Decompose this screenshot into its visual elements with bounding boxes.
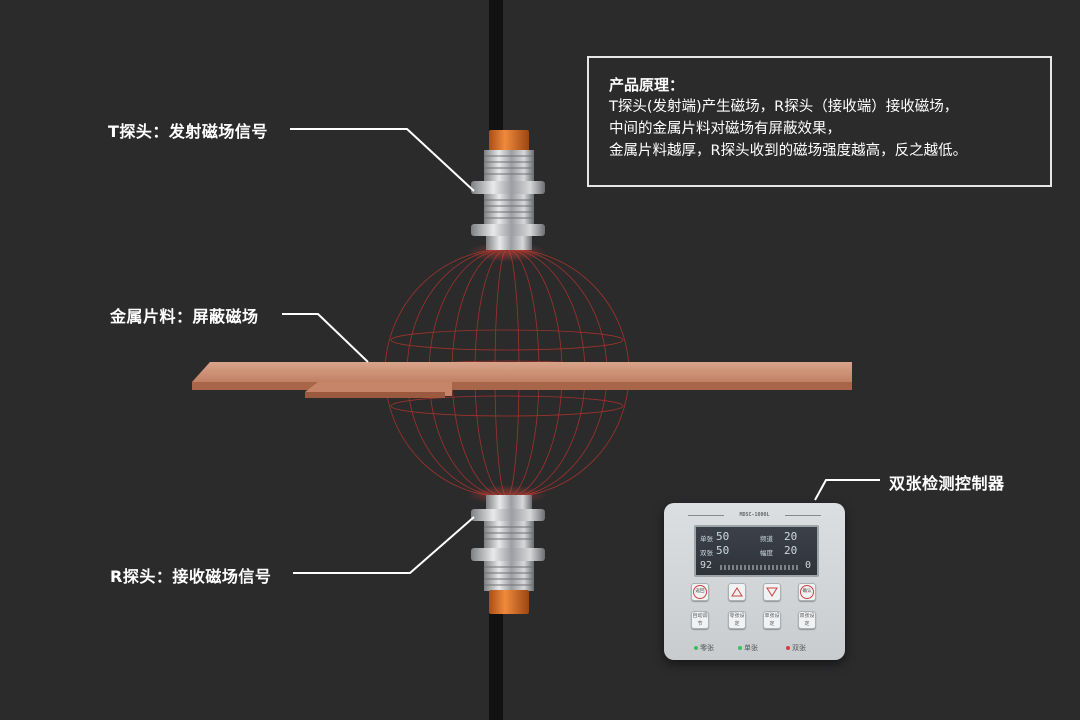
cable-bottom xyxy=(489,612,503,720)
confirm-button[interactable]: 确认 xyxy=(798,583,816,601)
up-arrow-icon xyxy=(731,587,743,597)
indicator-label: 单张 xyxy=(744,644,758,652)
t-probe-label: T探头：发射磁场信号 xyxy=(108,122,268,141)
single-sheet-set-button[interactable]: 单张设定 xyxy=(763,611,781,629)
lcd-display: 单张 50 频道 20 双张 50 幅度 20 92 0 xyxy=(694,525,819,577)
lcd-value: 20 xyxy=(784,544,798,557)
metal-sheet-leader xyxy=(282,313,369,363)
lcd-signal-value: 92 xyxy=(700,560,713,571)
lcd-signal-bar xyxy=(720,565,798,570)
principle-line: 金属片料越厚，R探头收到的磁场强度越高，反之越低。 xyxy=(609,143,968,159)
double-sheet-set-button[interactable]: 双张设定 xyxy=(798,611,816,629)
indicator-dot xyxy=(694,646,698,650)
indicator-dot xyxy=(738,646,742,650)
principle-box: 产品原理： T探头(发射端)产生磁场，R探头（接收端）接收磁场， 中间的金属片料… xyxy=(587,56,1052,187)
double-sheet-controller: MDSC-1000L 单张 50 频道 20 双张 50 幅度 20 92 0 … xyxy=(664,503,845,660)
r-probe xyxy=(471,495,545,614)
t-probe-leader xyxy=(290,128,475,192)
lcd-label: 频道 xyxy=(760,535,773,543)
indicator-dot xyxy=(786,646,790,650)
lcd-value: 50 xyxy=(716,544,730,557)
indicator-zero-sheet: 零张 xyxy=(694,643,714,653)
principle-line: 中间的金属片料对磁场有屏蔽效果， xyxy=(609,121,841,137)
r-probe-label: R探头：接收磁场信号 xyxy=(110,567,272,586)
lcd-value: 50 xyxy=(716,530,730,543)
lcd-label: 幅度 xyxy=(760,549,773,557)
controller-label: 双张检测控制器 xyxy=(889,474,1005,493)
cable-top xyxy=(489,0,503,135)
indicator-label: 零张 xyxy=(700,644,714,652)
auto-adjust-button[interactable]: 自动调节 xyxy=(691,611,709,629)
t-probe xyxy=(471,130,545,250)
zero-sheet-set-button[interactable]: 零张设定 xyxy=(728,611,746,629)
indicator-label: 双张 xyxy=(792,644,806,652)
principle-line: T探头(发射端)产生磁场，R探头（接收端）接收磁场， xyxy=(609,99,959,115)
metal-sheet-label: 金属片料：屏蔽磁场 xyxy=(110,307,259,326)
principle-title: 产品原理： xyxy=(609,76,685,94)
lcd-value: 20 xyxy=(784,530,798,543)
metal-sheet xyxy=(192,362,852,398)
indicator-single-sheet: 单张 xyxy=(738,643,758,653)
indicator-double-sheet: 双张 xyxy=(786,643,806,653)
down-button[interactable] xyxy=(763,583,781,601)
lcd-count: 0 xyxy=(804,560,811,571)
down-arrow-icon xyxy=(766,587,778,597)
controller-leader xyxy=(814,479,880,501)
r-probe-leader xyxy=(293,516,475,574)
confirm-button-label: 确认 xyxy=(800,585,814,599)
lcd-label: 单张 xyxy=(700,535,713,543)
back-button-label: 返回 xyxy=(693,585,707,599)
back-button[interactable]: 返回 xyxy=(691,583,709,601)
lcd-label: 双张 xyxy=(700,549,713,557)
up-button[interactable] xyxy=(728,583,746,601)
controller-model: MDSC-1000L xyxy=(739,512,770,518)
